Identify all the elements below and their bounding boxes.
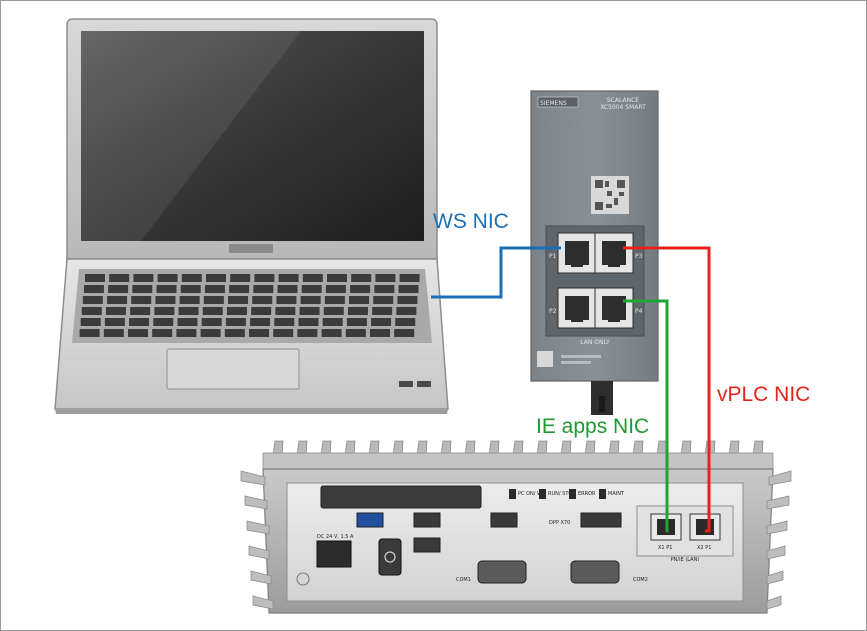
ie-apps-nic-label: IE apps NIC	[536, 415, 650, 438]
ipc-port-label-x1p1: X1 P1	[658, 545, 672, 551]
switch-port-4[interactable]	[594, 287, 634, 329]
ipc-lan-port-x2p1[interactable]	[689, 513, 721, 541]
com1-port[interactable]	[477, 560, 527, 584]
scalance-switch: SIEMENS SCALANCE XC5004 SMART	[530, 90, 659, 415]
led-label-maint: MAINT	[608, 491, 625, 497]
vplc-nic-cable	[623, 246, 711, 533]
power-button[interactable]	[378, 538, 402, 576]
switch-port-3[interactable]	[594, 232, 634, 274]
vplc-nic-label: vPLC NIC	[717, 383, 811, 406]
led-label-error: ERROR	[578, 491, 596, 497]
usb-port-1[interactable]	[356, 512, 384, 528]
profinet-label: PN/IE (LAN)	[671, 557, 700, 563]
display-port[interactable]	[580, 512, 622, 528]
switch-model: XC5004 SMART	[600, 104, 646, 111]
led-label-pc-on: PC ON/ WD	[518, 491, 546, 497]
usb-port-4[interactable]	[490, 512, 518, 528]
cables	[431, 246, 711, 533]
keyboard	[79, 274, 420, 337]
switch-port-1[interactable]	[557, 232, 597, 274]
switch-port-label-p3: P3	[635, 253, 643, 260]
switch-port-label-p4: P4	[635, 308, 643, 315]
ipc-port-label-x2p1: X2 P1	[697, 545, 711, 551]
display-port-label: DPP X70	[549, 520, 570, 526]
switch-brand: SIEMENS	[540, 100, 567, 107]
laptop	[54, 18, 449, 414]
switch-port-2[interactable]	[557, 287, 597, 329]
industrial-pc: PC ON/ WD RUN/ STOP ERROR MAINT DPP X70 …	[240, 440, 792, 614]
com2-port[interactable]	[570, 560, 620, 584]
ws-nic-label: WS NIC	[433, 210, 509, 233]
switch-port-label-p2: P2	[549, 308, 557, 315]
power-connector[interactable]	[316, 540, 352, 568]
switch-footer-label: LAN ONLY	[580, 339, 610, 346]
power-label: DC 24 V, 1.5 A	[317, 534, 354, 540]
usb-port-2[interactable]	[413, 512, 441, 528]
com1-label: COM1	[456, 577, 471, 583]
ws-nic-cable	[431, 246, 561, 299]
led-label-run-stop: RUN/ STOP	[548, 491, 575, 497]
switch-port-label-p1: P1	[549, 253, 557, 260]
usb-port-3[interactable]	[413, 537, 441, 553]
switch-product-line: SCALANCE	[607, 97, 639, 104]
ie-apps-nic-cable	[623, 299, 669, 533]
com2-label: COM2	[633, 577, 648, 583]
